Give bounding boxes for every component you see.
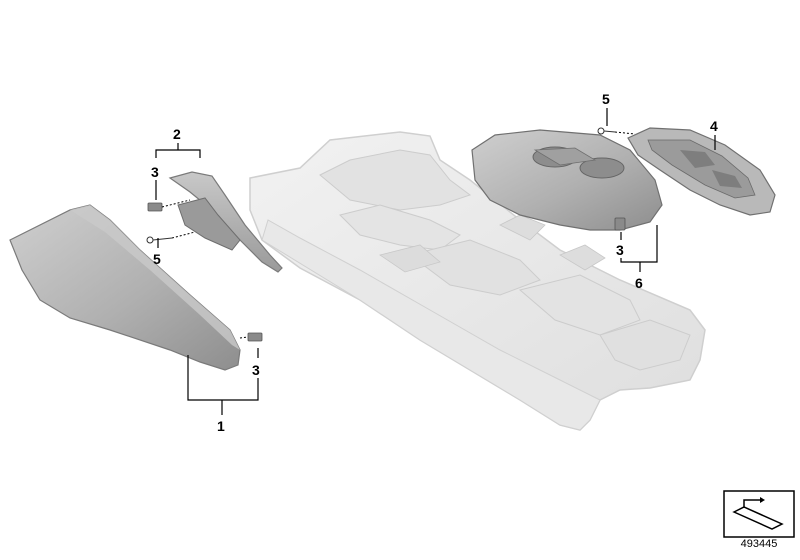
screw-icon-right <box>597 127 616 135</box>
screw-icon-left <box>146 236 173 244</box>
leader-part-6-bracket <box>620 225 658 263</box>
clip-icon-left-top <box>147 202 163 212</box>
callout-part-2: 2 <box>173 126 181 142</box>
clip-icon-left-bottom <box>247 332 263 342</box>
callout-part-1: 1 <box>217 418 225 434</box>
callout-part-3-right: 3 <box>616 242 624 258</box>
part-2-trim-strip <box>168 171 283 273</box>
callout-part-3-left-bottom: 3 <box>252 362 260 378</box>
diagram-id-label: 493445 <box>740 538 778 550</box>
assembly-line-screw-right <box>614 131 636 135</box>
part-1-side-trim-panel <box>9 204 241 371</box>
callout-part-6: 6 <box>635 275 643 291</box>
callout-part-5-right: 5 <box>602 91 610 107</box>
callout-part-5-left: 5 <box>153 251 161 267</box>
assembly-line-clip-bottom <box>239 336 249 339</box>
leader-part-1-bracket <box>187 355 259 401</box>
callout-part-4: 4 <box>710 118 718 134</box>
part-6-cupholder-cover <box>471 129 663 231</box>
leader-part-2-bracket <box>155 149 201 158</box>
orientation-symbol-icon <box>723 490 795 538</box>
part-4-trim-insert <box>627 127 776 216</box>
assembly-line-clip-left <box>161 199 191 208</box>
clip-icon-right <box>614 217 626 231</box>
center-console <box>249 131 706 431</box>
assembly-line-screw-left <box>171 231 196 239</box>
callout-part-3-left-top: 3 <box>151 164 159 180</box>
